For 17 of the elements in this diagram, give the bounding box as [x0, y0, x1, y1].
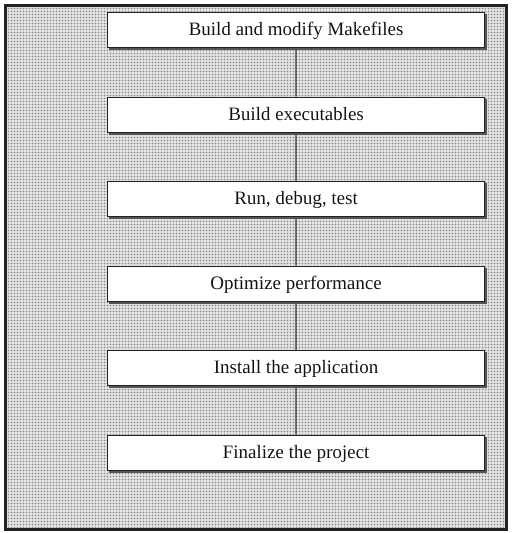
process-box [107, 434, 485, 470]
process-box [107, 96, 485, 132]
connector-line [295, 132, 297, 181]
process-box [107, 181, 485, 217]
step-label: Install the application [214, 357, 378, 379]
step-label: Optimize performance [210, 272, 382, 294]
process-box [107, 12, 485, 48]
connector-line [295, 302, 297, 350]
step-label: Build executables [228, 104, 364, 126]
step-label: Run, debug, test [234, 188, 358, 210]
process-box [107, 350, 485, 386]
connector-line [295, 48, 297, 96]
connector-line [295, 386, 297, 434]
step-label: Build and modify Makefiles [188, 19, 404, 41]
step-label: Finalize the project [222, 442, 370, 464]
process-box [107, 266, 485, 302]
connector-line [295, 217, 297, 266]
